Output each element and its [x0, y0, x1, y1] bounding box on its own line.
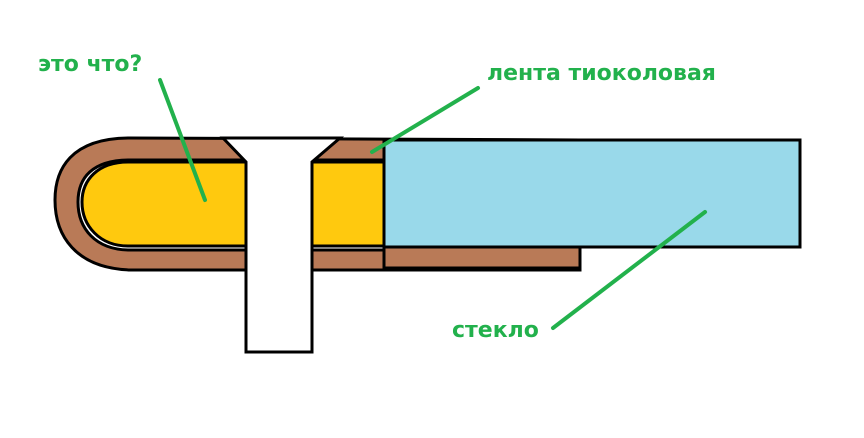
pointer-line-what-is-it: [158, 78, 207, 202]
filler-insert: [80, 160, 387, 248]
label-what-is-it: это что?: [38, 52, 142, 77]
pointer-line-glass: [551, 210, 707, 330]
glass-pane: [382, 138, 802, 249]
label-glass: стекло: [452, 318, 539, 343]
label-thiokol-tape: лента тиоколовая: [487, 61, 716, 86]
screw: [219, 136, 345, 354]
thiokol-tape-bottom-lip: [382, 245, 582, 270]
pointer-line-thiokol-tape: [370, 86, 480, 154]
